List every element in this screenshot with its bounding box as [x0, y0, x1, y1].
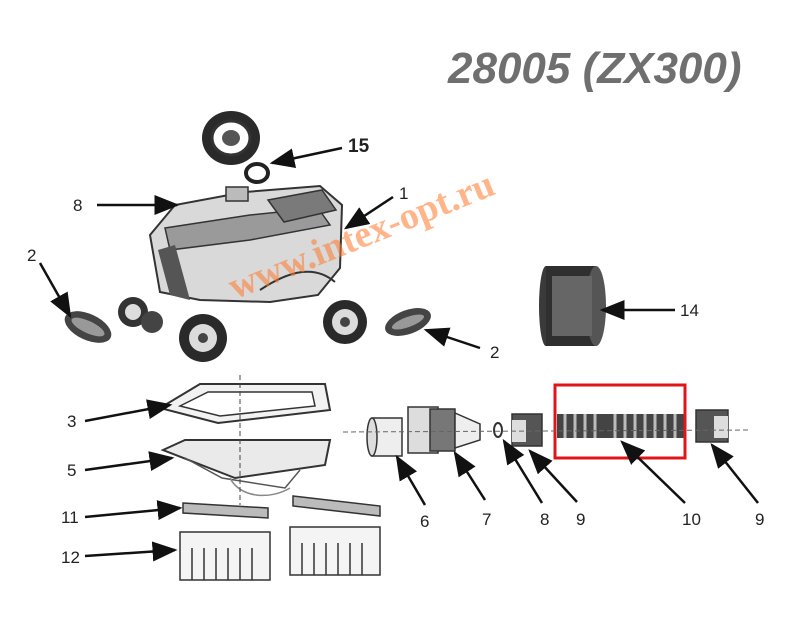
hose-adapter-part — [366, 417, 403, 457]
wheel-front-right — [323, 300, 367, 344]
highlight-box — [553, 383, 687, 460]
label-6: 6 — [420, 512, 430, 531]
label-2-left: 2 — [27, 246, 37, 265]
filter-frame-part — [157, 383, 332, 425]
label-12: 12 — [61, 548, 80, 567]
swivel-connector-part — [407, 406, 481, 454]
model-title: 28005 (ZX300) — [448, 44, 742, 93]
brush-left-part — [64, 311, 112, 343]
hose-nut-part-right — [695, 409, 729, 443]
clip-part-left — [182, 502, 269, 519]
label-5: 5 — [67, 461, 77, 480]
label-7: 7 — [482, 510, 492, 529]
label-9-right: 9 — [755, 510, 765, 529]
o-ring-part — [244, 162, 270, 184]
washer-part — [493, 422, 503, 438]
brush-right-part — [385, 308, 431, 336]
label-8-bottom: 8 — [540, 510, 550, 529]
label-10: 10 — [682, 510, 701, 529]
wheel-left — [118, 297, 163, 333]
label-11: 11 — [61, 508, 79, 527]
robot-body-part — [148, 184, 344, 304]
hose-nut-part-left — [511, 413, 543, 447]
flap-part-right — [289, 526, 381, 576]
filter-basket-part — [539, 266, 606, 346]
label-14: 14 — [680, 301, 699, 320]
label-2-right: 2 — [490, 343, 500, 362]
label-3: 3 — [67, 412, 77, 431]
label-9-left: 9 — [576, 510, 586, 529]
label-8-top: 8 — [73, 196, 83, 215]
label-1: 1 — [399, 184, 409, 203]
top-cap-part — [202, 111, 260, 165]
filter-tray-part — [160, 439, 332, 497]
hose-section-part — [557, 414, 685, 438]
clip-part-right — [292, 495, 381, 517]
flap-part-left — [179, 531, 271, 581]
label-15: 15 — [348, 136, 370, 157]
wheel-front-left — [179, 314, 227, 362]
